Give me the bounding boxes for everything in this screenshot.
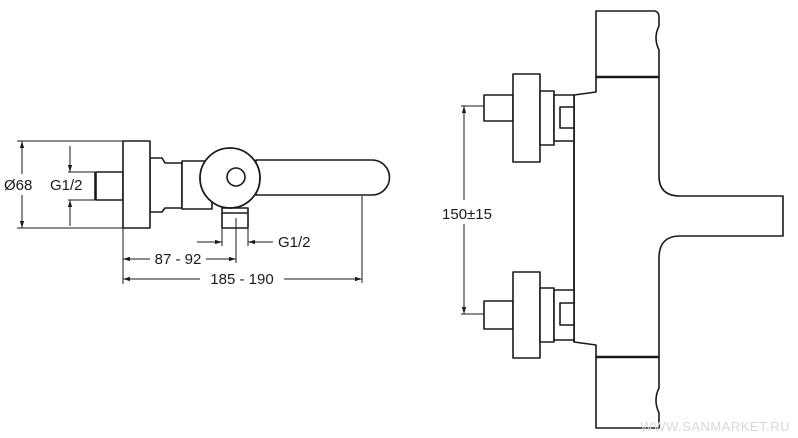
handle-lever [255,159,391,196]
bottom-cap [595,356,660,429]
front-view: 150±15 [440,10,784,429]
inlet-inset [559,106,575,129]
inlet-nut [539,287,555,343]
collar [149,157,183,213]
watermark: WWW.SANMARKET.RU [640,419,790,434]
knob-mask [206,160,218,195]
inlet-inset [559,302,575,326]
top-cap [595,10,660,78]
dim-inlet-thread: G1/2 [50,177,83,194]
inlet-flange [512,271,541,359]
inlet-pipe [483,94,514,122]
outlet-connector [221,207,249,229]
dim-diameter: Ø68 [4,177,32,194]
mixer-body-with-spout [573,76,784,358]
dim-total-depth: 185 - 190 [210,271,273,288]
upper-inlet-connector [483,73,575,163]
inlet-nut [539,90,555,146]
side-view: Ø68 G1/2 G1/2 87 - 92 185 - 190 [4,140,391,288]
knob-center [226,167,246,187]
inlet-flange [512,73,541,163]
dim-outlet-offset: 87 - 92 [155,251,202,268]
dim-inlet-spacing: 150±15 [442,206,492,223]
lower-inlet-connector [483,271,575,359]
thermostat-knob-outline [199,147,261,209]
dim-outlet-thread: G1/2 [278,234,311,251]
wall-inlet-pipe [95,171,124,201]
wall-flange [122,140,151,229]
inlet-pipe [483,300,514,330]
